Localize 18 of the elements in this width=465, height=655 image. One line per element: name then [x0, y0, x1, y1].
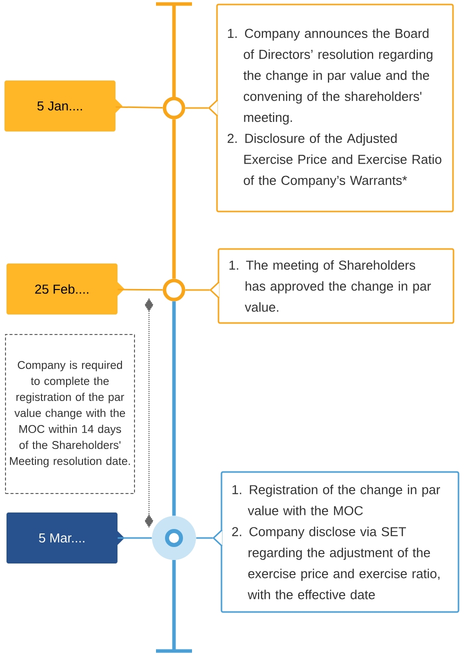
- note-box: Company is required to complete the registration of the par value change with the MOC within 14 days of the Shareholders' Meeting resolution date.: [5, 334, 135, 494]
- event-box: 1. Registration of the change in par value with the MOC 2. Company disclose via SET regarding the adjustment of the exercise price and exercise ratio, with the effective date: [212, 471, 460, 613]
- event-box: 1. Company announces the Board of Directors’ resolution regarding the change in par value and the convening of the shareholders' meeting. 2. Disclosure of the Adjusted Exercise Price and Exercise Ratio of the Company’s Warrants*: [208, 4, 454, 212]
- timeline-segment: [172, 301, 176, 516]
- event-box: 1. The meeting of Shareholders has approved the change in par value.: [209, 248, 454, 324]
- connector-line: [116, 106, 163, 109]
- connector-line: [196, 537, 213, 539]
- date-tag: 5 Mar....: [6, 512, 124, 564]
- connector-line: [185, 107, 208, 109]
- timeline-segment: [172, 119, 176, 279]
- date-tag: 5 Jan....: [4, 80, 122, 132]
- timeline-marker: [152, 516, 196, 560]
- timeline-marker: [162, 278, 186, 302]
- timeline-marker: [162, 96, 186, 120]
- connector-line: [185, 289, 210, 291]
- date-tag: 25 Feb....: [6, 264, 124, 314]
- connector-line: [118, 288, 163, 291]
- connector-line: [118, 537, 152, 539]
